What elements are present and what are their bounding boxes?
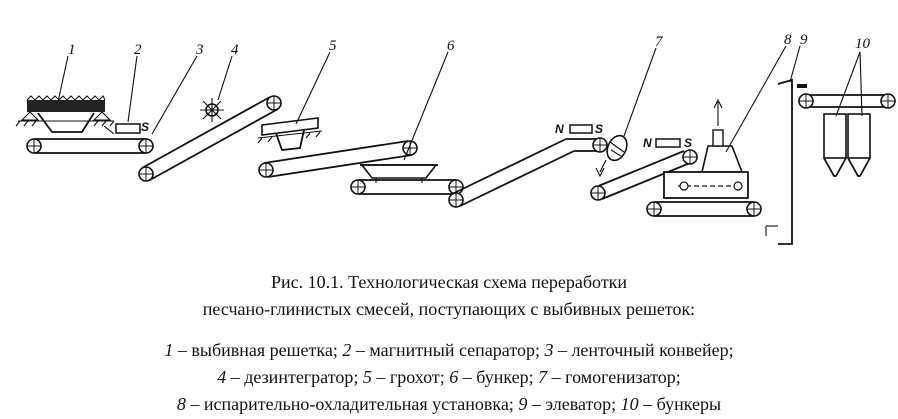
figure-caption-line-1: Рис. 10.1. Технологическая схема перераб…: [270, 272, 628, 292]
conveyor-incline-2: [448, 124, 608, 208]
legend-text: – гомогенизатор;: [547, 367, 681, 387]
leader-lines: [57, 45, 863, 161]
magnetic-separator: [103, 123, 141, 135]
conveyor-hopper: [350, 179, 464, 195]
legend-num: 9: [518, 394, 528, 414]
legend-text: – бункеры: [638, 394, 722, 414]
legend-text: – элеватор;: [527, 394, 621, 414]
bunkers: [823, 113, 871, 177]
label-5: 5: [329, 38, 337, 54]
legend-num: 10: [620, 394, 639, 414]
pole-s-b: S: [684, 136, 692, 150]
legend-line-3: 8 – испарительно-охладительная установка…: [0, 393, 898, 416]
label-4: 4: [231, 42, 239, 58]
knockout-grate: [15, 95, 115, 133]
label-8: 8: [784, 32, 792, 48]
screen-sieve: [257, 117, 323, 151]
legend-num: 4: [217, 367, 227, 387]
legend-num: 3: [544, 340, 554, 360]
disintegrator: [200, 98, 224, 122]
legend-num: 2: [342, 340, 352, 360]
conveyor-top: [798, 93, 896, 109]
label-7: 7: [655, 34, 664, 50]
homogenizer: [595, 134, 628, 178]
legend-num: 5: [362, 367, 372, 387]
legend-line-2: 4 – дезинтегратор; 5 – грохот; 6 – бунке…: [0, 366, 898, 389]
label-6: 6: [447, 38, 455, 54]
label-1: 1: [68, 42, 76, 58]
label-9: 9: [800, 32, 808, 48]
legend-num: 7: [538, 367, 548, 387]
conveyor-incline-3: [590, 138, 698, 201]
pole-s-1: S: [141, 120, 149, 134]
legend-line-1: 1 – выбивная решетка; 2 – магнитный сепа…: [0, 339, 898, 362]
legend-text: – выбивная решетка;: [173, 340, 343, 360]
legend-text: – грохот;: [371, 367, 450, 387]
legend-text: – бункер;: [458, 367, 539, 387]
label-10: 10: [855, 36, 871, 52]
belt-conveyor-incline: [138, 95, 282, 182]
legend-num: 6: [449, 367, 459, 387]
label-3: 3: [195, 42, 204, 58]
legend-num: 8: [176, 394, 186, 414]
legend-text: – испарительно-охладительная установка;: [185, 394, 519, 414]
legend-text: – ленточный конвейер;: [553, 340, 734, 360]
conveyor-1: [26, 138, 154, 154]
hopper: [360, 164, 438, 183]
elevator: [765, 78, 807, 245]
pole-s-a: S: [595, 122, 603, 136]
legend-text: – магнитный сепаратор;: [351, 340, 545, 360]
evaporative-cooling-unit: [663, 98, 749, 199]
label-2: 2: [134, 42, 142, 58]
pole-n-a: N: [555, 122, 564, 136]
process-scheme-diagram: 1 2 3 4 5 6 7 8 9 10 S N S N S: [15, 32, 896, 245]
legend-num: 1: [164, 340, 174, 360]
figure-caption-line-2: песчано-глинистых смесей, поступающих с …: [202, 299, 696, 319]
conveyor-screen: [258, 140, 418, 178]
conveyor-cooler: [646, 201, 762, 217]
legend-text: – дезинтегратор;: [226, 367, 363, 387]
pole-n-b: N: [643, 136, 652, 150]
